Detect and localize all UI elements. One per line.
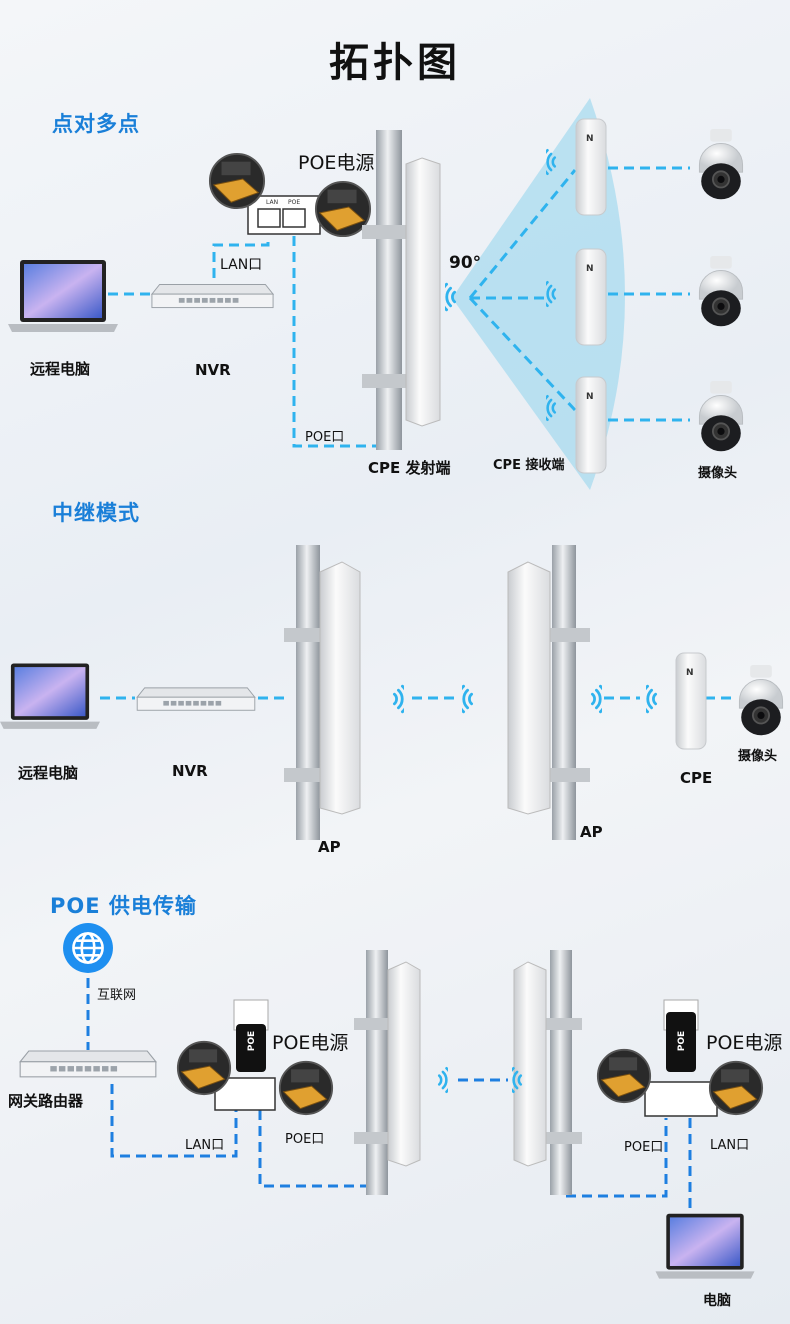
poe-adapter-left: [233, 999, 269, 1072]
camera-label-relay: 摄像头: [738, 749, 778, 764]
adapter-label-left: POE: [247, 1030, 258, 1052]
poe-power-label-right: POE电源: [706, 1032, 783, 1054]
internet-globe-icon: [62, 922, 114, 974]
internet-label: 互联网: [97, 988, 137, 1003]
ap-antenna-right: [507, 545, 590, 840]
section-heading-relay: 中继模式: [52, 501, 140, 525]
remote-pc-label-relay: 远程电脑: [18, 764, 79, 782]
link-lines-poe: [86, 978, 692, 1212]
nvr-label: NVR: [195, 361, 231, 379]
ap-label-right: AP: [580, 823, 603, 841]
pole-sector-antenna-tx: [362, 130, 441, 450]
lan-port-label-right: LAN口: [710, 1138, 750, 1153]
poe-port-zoom-icon-right: [596, 1048, 652, 1104]
pc-laptop: [655, 1213, 755, 1279]
nvr-label-relay: NVR: [172, 762, 208, 780]
lan-port-zoom-icon-left: [176, 1040, 232, 1096]
remote-pc-laptop-relay: [0, 663, 100, 729]
poe-power-label: POE电源: [298, 152, 375, 174]
angle-label: 90°: [449, 253, 482, 273]
lan-port-zoom-icon-right: [708, 1060, 764, 1116]
port-poe-label: POE: [288, 199, 301, 206]
wifi-signal-icon: [445, 282, 457, 312]
cpe-rx-label: CPE 接收端: [493, 458, 565, 473]
cpe-label-relay: CPE: [680, 769, 713, 787]
ap-antenna-left: [284, 545, 361, 840]
port-lan-label: LAN: [266, 199, 279, 206]
section-heading-poe: POE 供电传输: [50, 894, 197, 918]
link-lines-p2mp: [108, 166, 690, 448]
gateway-router: [19, 1050, 157, 1078]
poe-adapter-right: [663, 999, 699, 1072]
camera-label: 摄像头: [698, 466, 738, 481]
pc-label: 电脑: [703, 1293, 731, 1309]
lan-port-zoom-icon: [208, 152, 266, 210]
router-label: 网关路由器: [8, 1092, 84, 1110]
poe-port-label: POE口: [305, 430, 345, 445]
antenna-poe-right: [513, 950, 582, 1195]
nvr-device: [151, 284, 274, 309]
nvr-device-relay: [136, 687, 256, 711]
lan-port-label-left: LAN口: [185, 1138, 225, 1153]
lan-port-label: LAN口: [220, 257, 263, 273]
cpe-receivers: [575, 118, 607, 474]
poe-injector-right: [644, 1081, 718, 1117]
cameras-p2mp: [698, 128, 744, 453]
poe-port-zoom-icon-left: [278, 1060, 334, 1116]
ap-label-left: AP: [318, 838, 341, 856]
remote-pc-laptop: [8, 260, 118, 332]
cpe-relay: [675, 652, 707, 750]
poe-power-label-left: POE电源: [272, 1032, 349, 1054]
poe-port-label-left: POE口: [285, 1132, 325, 1147]
section-heading-p2mp: 点对多点: [52, 112, 140, 136]
adapter-label-right: POE: [677, 1030, 688, 1052]
poe-port-label-right: POE口: [624, 1140, 664, 1155]
remote-pc-label: 远程电脑: [30, 360, 91, 378]
camera-relay: [738, 664, 784, 737]
cpe-tx-label: CPE 发射端: [368, 459, 451, 477]
antenna-poe-left: [354, 950, 421, 1195]
poe-port-zoom-icon: [314, 180, 372, 238]
page-title: 拓扑图: [329, 40, 461, 86]
